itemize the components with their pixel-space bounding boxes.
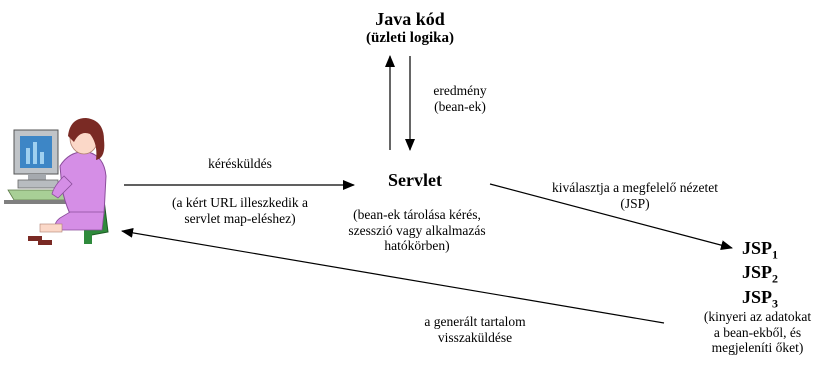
request-label: kérésküldés: [208, 156, 272, 171]
java-code-title: Java kód: [375, 9, 445, 29]
jsp-2: JSP2: [741, 262, 778, 286]
select-view-label: kiválasztja a megfelelő nézetet (JSP): [551, 180, 719, 211]
request-note: (a kért URL illeszkedik a servlet map-el…: [172, 195, 308, 226]
jsp-3: JSP3: [741, 286, 778, 311]
response-label: a generált tartalom visszaküldése: [424, 314, 526, 345]
user-at-computer-icon: [4, 118, 109, 245]
java-code-node: Java kód (üzleti logika): [345, 9, 475, 47]
servlet-note: (bean-ek tárolása kérés, szesszió vagy a…: [348, 207, 486, 254]
java-code-subtitle: (üzleti logika): [366, 29, 454, 46]
servlet-title: Servlet: [388, 170, 442, 190]
jsp-1: JSP1: [741, 238, 778, 262]
response-arrow: [121, 227, 665, 324]
jsp-note: (kinyeri az adatokat a bean-ekből, és me…: [703, 309, 812, 356]
result-label: eredmény (bean-ek): [433, 83, 487, 114]
jsp-list: JSP1 JSP2 JSP3: [722, 238, 798, 311]
select-view-arrow: [489, 183, 733, 251]
